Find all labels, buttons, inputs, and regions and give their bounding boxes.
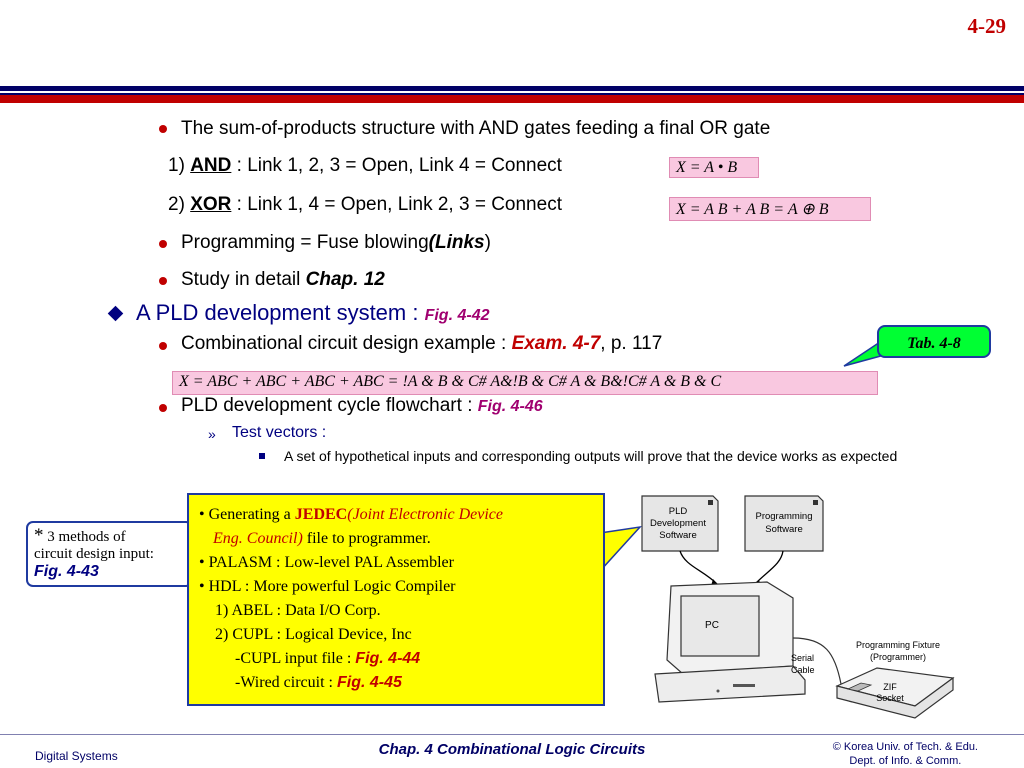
hypothetical-text: A set of hypothetical inputs and corresp… — [284, 448, 898, 464]
square-bullet-icon — [259, 453, 265, 459]
footer-right-1: © Korea Univ. of Tech. & Edu. — [832, 741, 978, 753]
bullet-sop: The sum-of-products structure with AND g… — [181, 118, 771, 139]
pld-system-line: A PLD development system : Fig. 4-42 — [136, 300, 489, 326]
methods-callout: * 3 methods of circuit design input: Fig… — [26, 521, 193, 587]
pld-text: A PLD development system : — [136, 300, 425, 325]
yb-line2b: file to programmer. — [302, 530, 431, 547]
callout-line1: 3 methods of — [43, 529, 126, 545]
prog-close: ) — [484, 232, 491, 253]
yb-cupl: 2) CUPL : Logical Device, Inc — [215, 626, 412, 643]
zif-l2: Socket — [876, 693, 904, 703]
callout-star: * — [34, 525, 44, 546]
cycle-ref: Fig. 4-46 — [477, 398, 543, 415]
pld-soft-l3: Software — [659, 530, 697, 541]
yb-wired: -Wired circuit : — [235, 674, 337, 691]
yb-line2a: Eng. Council) — [213, 530, 303, 547]
raquo-bullet: » — [208, 426, 216, 442]
comb-ref: Exam. 4-7 — [511, 333, 601, 354]
callout-line2: circuit design input: — [34, 546, 154, 562]
diamond-bullet-icon — [107, 305, 124, 322]
bullet-study: Study in detail Chap. 12 — [181, 269, 385, 291]
xor-rest: : Link 1, 4 = Open, Link 2, 3 = Connect — [231, 194, 562, 215]
footer-rule — [0, 734, 1024, 735]
prog-soft-l1: Programming — [755, 511, 812, 522]
yb-palasm: • PALASM : Low-level PAL Assembler — [199, 554, 454, 571]
tab-4-8-callout: Tab. 4-8 — [877, 325, 991, 358]
cycle-text: PLD development cycle flowchart : — [181, 395, 478, 416]
and-word: AND — [190, 155, 232, 176]
pld-ref: Fig. 4-42 — [424, 307, 490, 324]
yb-jedec: JEDEC — [294, 506, 348, 523]
yb-line1c: (Joint Electronic Device — [347, 506, 504, 523]
bullet-programming: Programming = Fuse blowing(Links) — [181, 232, 491, 254]
comb-text: Combinational circuit design example : — [181, 333, 512, 354]
and-prefix: 1) — [168, 155, 191, 176]
comb-page: , p. 117 — [600, 333, 663, 354]
zif-l1: ZIF — [883, 682, 897, 692]
pc-monitor-icon — [654, 581, 806, 703]
programming-software-disk-icon — [744, 495, 824, 552]
exam-equation-text: X = ABC + ABC + ABC + ABC = !A & B & C# … — [179, 373, 722, 390]
and-equation-text: X = A • B — [676, 159, 738, 176]
pld-soft-l1: PLD — [669, 506, 688, 517]
header-rule-navy — [0, 86, 1024, 91]
yb-hdl: • HDL : More powerful Logic Compiler — [199, 578, 456, 595]
header-rule-red — [0, 93, 1024, 103]
yb-cupl-input: -CUPL input file : — [235, 650, 356, 667]
and-rest: : Link 1, 2, 3 = Open, Link 4 = Connect — [231, 155, 562, 176]
callout-ref: Fig. 4-43 — [34, 563, 99, 580]
xor-prefix: 2) — [168, 194, 191, 215]
prog-soft-l2: Software — [765, 524, 803, 535]
pc-label: PC — [705, 620, 719, 631]
pld-system-diagram: PLD Development Software Programming Sof… — [641, 495, 955, 719]
footer-left: Digital Systems — [35, 749, 118, 763]
bullet-dot-icon — [159, 240, 167, 248]
fixture-l1: Programming Fixture — [856, 640, 940, 650]
bullet-dot-icon — [159, 342, 167, 350]
and-line: 1) AND : Link 1, 2, 3 = Open, Link 4 = C… — [168, 155, 562, 177]
serial-l1: Serial — [791, 653, 814, 663]
programmer-fixture-icon — [835, 667, 955, 719]
xor-equation: X = A B + A B = A ⊕ B — [669, 197, 871, 221]
bullet-dot-icon — [159, 125, 167, 133]
exam-equation: X = ABC + ABC + ABC + ABC = !A & B & C# … — [172, 371, 878, 395]
xor-line: 2) XOR : Link 1, 4 = Open, Link 2, 3 = C… — [168, 194, 562, 216]
pld-software-disk-icon — [641, 495, 719, 552]
bullet-cycle: PLD development cycle flowchart : Fig. 4… — [181, 395, 543, 417]
design-methods-box: • Generating a JEDEC(Joint Electronic De… — [187, 493, 605, 706]
yb-abel: 1) ABEL : Data I/O Corp. — [215, 602, 381, 619]
test-vectors: Test vectors : — [232, 424, 327, 441]
yb-line1a: • Generating a — [199, 506, 295, 523]
bullet-combinational: Combinational circuit design example : E… — [181, 333, 662, 355]
fixture-l2: (Programmer) — [870, 652, 926, 662]
yb-wired-ref: Fig. 4-45 — [336, 674, 402, 691]
xor-equation-text: X = A B + A B = A ⊕ B — [676, 201, 829, 218]
bullet-dot-icon — [159, 277, 167, 285]
bullet-dot-icon — [159, 404, 167, 412]
page-number: 4-29 — [967, 14, 1007, 38]
footer-right-2: Dept. of Info. & Comm. — [849, 755, 962, 767]
prog-links: (Links — [428, 232, 485, 253]
xor-word: XOR — [190, 194, 232, 215]
prog-text: Programming = Fuse blowing — [181, 232, 429, 253]
yb-cupl-ref: Fig. 4-44 — [355, 650, 421, 667]
study-ref: Chap. 12 — [305, 269, 385, 290]
footer-right: © Korea Univ. of Tech. & Edu. Dept. of I… — [833, 740, 978, 768]
study-text: Study in detail — [181, 269, 306, 290]
footer-center: Chap. 4 Combinational Logic Circuits — [378, 741, 646, 758]
serial-l2: Cable — [791, 665, 815, 675]
pld-soft-l2: Development — [650, 518, 706, 529]
and-equation: X = A • B — [669, 157, 759, 178]
